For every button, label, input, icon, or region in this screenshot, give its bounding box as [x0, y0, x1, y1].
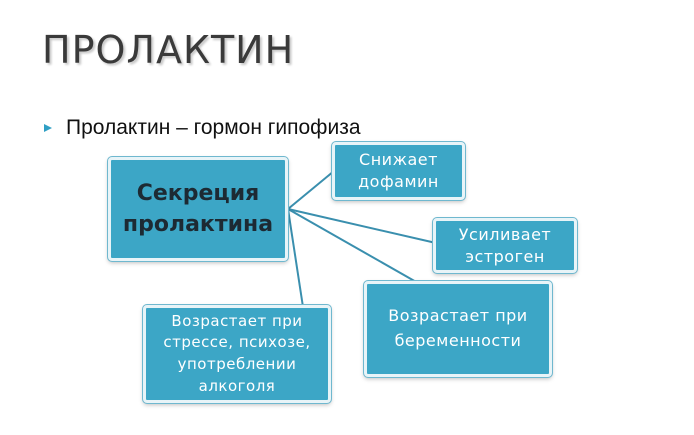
- slide-title: ПРОЛАКТИН: [42, 28, 295, 72]
- central-node-prolactin-secretion: Секреция пролактина: [107, 156, 289, 262]
- connector-to-pregnancy: [287, 208, 419, 284]
- bullet-text: Пролактин – гормон гипофиза: [66, 116, 361, 139]
- node-enhances-estrogen: Усиливает эстроген: [432, 217, 578, 274]
- node-increases-pregnancy: Возрастает при беременности: [363, 280, 553, 378]
- bullet-item: Пролактин – гормон гипофиза: [44, 116, 361, 140]
- connector-to-stress: [287, 208, 304, 308]
- connector-to-estrogen: [287, 208, 437, 244]
- node-increases-stress: Возрастает при стрессе, психозе, употреб…: [142, 304, 332, 404]
- node-pregnancy-label: Возрастает при беременности: [388, 306, 528, 350]
- bullet-arrow-icon: [44, 124, 52, 132]
- node-estrogen-label: Усиливает эстроген: [458, 224, 552, 266]
- node-reduces-dopamine: Снижает дофамин: [331, 141, 466, 201]
- connector-to-dopamine: [287, 170, 335, 210]
- central-node-label: Секреция пролактина: [122, 180, 274, 237]
- node-stress-label: Возрастает при стрессе, психозе, употреб…: [163, 311, 311, 395]
- node-dopamine-label: Снижает дофамин: [358, 150, 439, 191]
